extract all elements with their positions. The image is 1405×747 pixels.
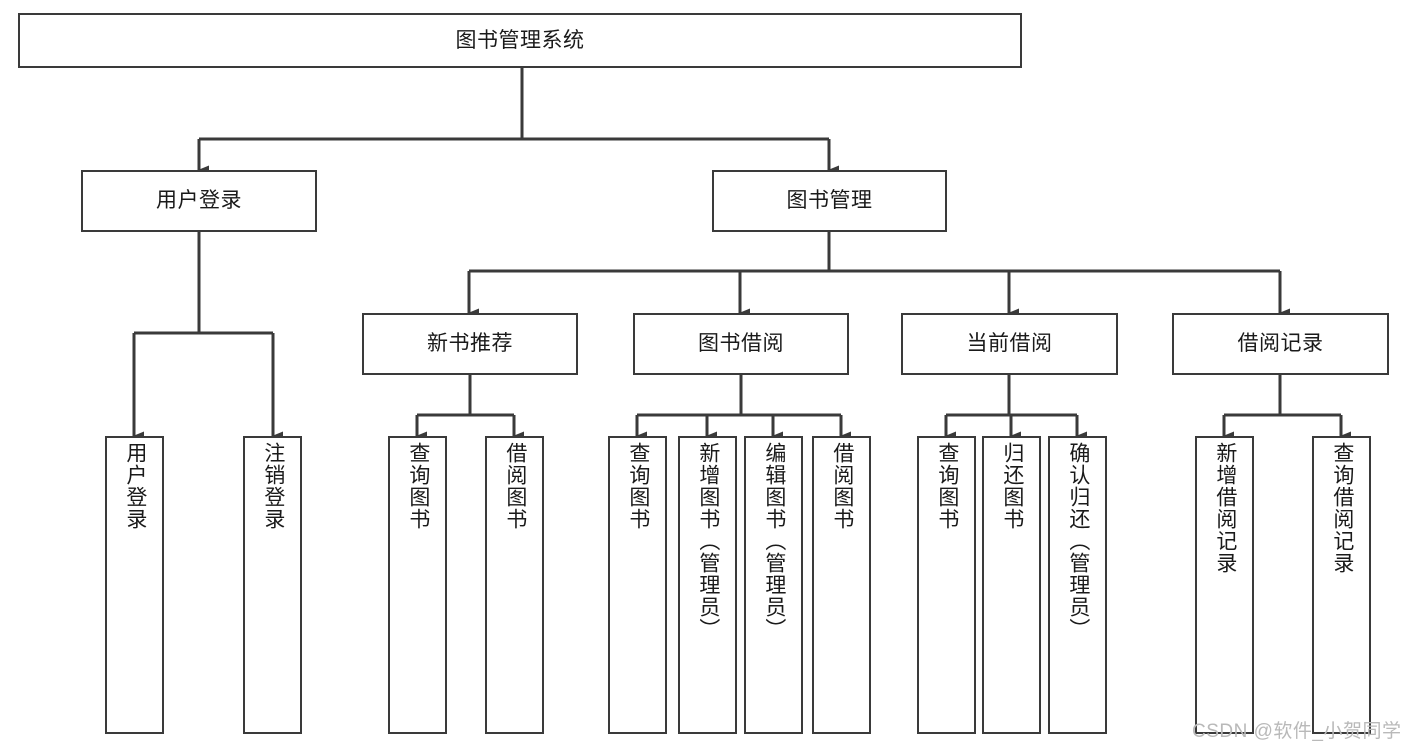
node-book-borrow-label: 图书借阅	[698, 332, 784, 356]
node-leaf-add-book[interactable]: 新增图书（管理员）	[678, 436, 737, 734]
node-leaf-confirm-return[interactable]: 确认归还（管理员）	[1048, 436, 1107, 734]
node-new-book-rec[interactable]: 新书推荐	[362, 313, 578, 375]
node-new-book-rec-label: 新书推荐	[427, 332, 513, 356]
node-leaf-return-book[interactable]: 归还图书	[982, 436, 1041, 734]
node-borrow-record[interactable]: 借阅记录	[1172, 313, 1389, 375]
node-leaf-confirm-return-label: 确认归还（管理员）	[1066, 442, 1090, 640]
node-leaf-user-login[interactable]: 用户登录	[105, 436, 164, 734]
node-leaf-return-book-label: 归还图书	[1000, 442, 1024, 530]
node-current-borrow[interactable]: 当前借阅	[901, 313, 1118, 375]
node-leaf-query-record-label: 查询借阅记录	[1330, 442, 1354, 574]
node-leaf-borrow-book-2[interactable]: 借阅图书	[812, 436, 871, 734]
csdn-watermark: CSDN @软件_小贺同学	[1192, 721, 1402, 742]
node-leaf-borrow-book-1-label: 借阅图书	[503, 442, 527, 530]
node-leaf-add-record-label: 新增借阅记录	[1213, 442, 1237, 574]
node-book-borrow[interactable]: 图书借阅	[633, 313, 849, 375]
node-leaf-query-book-1-label: 查询图书	[406, 442, 430, 530]
node-book-manage[interactable]: 图书管理	[712, 170, 947, 232]
node-leaf-borrow-book-2-label: 借阅图书	[830, 442, 854, 530]
node-root-label: 图书管理系统	[455, 28, 585, 52]
node-user-login[interactable]: 用户登录	[81, 170, 317, 232]
node-leaf-query-book-3-label: 查询图书	[935, 442, 959, 530]
node-leaf-query-book-2-label: 查询图书	[626, 442, 650, 530]
node-leaf-add-book-label: 新增图书（管理员）	[696, 442, 720, 640]
node-leaf-query-book-1[interactable]: 查询图书	[388, 436, 447, 734]
node-current-borrow-label: 当前借阅	[966, 332, 1053, 356]
node-leaf-query-book-2[interactable]: 查询图书	[608, 436, 667, 734]
node-root-book-management-system[interactable]: 图书管理系统	[18, 13, 1022, 68]
node-leaf-borrow-book-1[interactable]: 借阅图书	[485, 436, 544, 734]
node-book-manage-label: 图书管理	[786, 189, 873, 213]
node-leaf-query-book-3[interactable]: 查询图书	[917, 436, 976, 734]
node-leaf-query-record[interactable]: 查询借阅记录	[1312, 436, 1371, 734]
connector-lines	[132, 68, 1351, 441]
node-leaf-logout[interactable]: 注销登录	[243, 436, 302, 734]
node-leaf-user-login-label: 用户登录	[123, 442, 147, 530]
node-leaf-logout-label: 注销登录	[261, 442, 285, 530]
node-leaf-add-record[interactable]: 新增借阅记录	[1195, 436, 1254, 734]
node-borrow-record-label: 借阅记录	[1237, 332, 1324, 356]
node-leaf-edit-book-label: 编辑图书（管理员）	[762, 442, 786, 640]
node-leaf-edit-book[interactable]: 编辑图书（管理员）	[744, 436, 803, 734]
node-user-login-label: 用户登录	[156, 189, 242, 213]
